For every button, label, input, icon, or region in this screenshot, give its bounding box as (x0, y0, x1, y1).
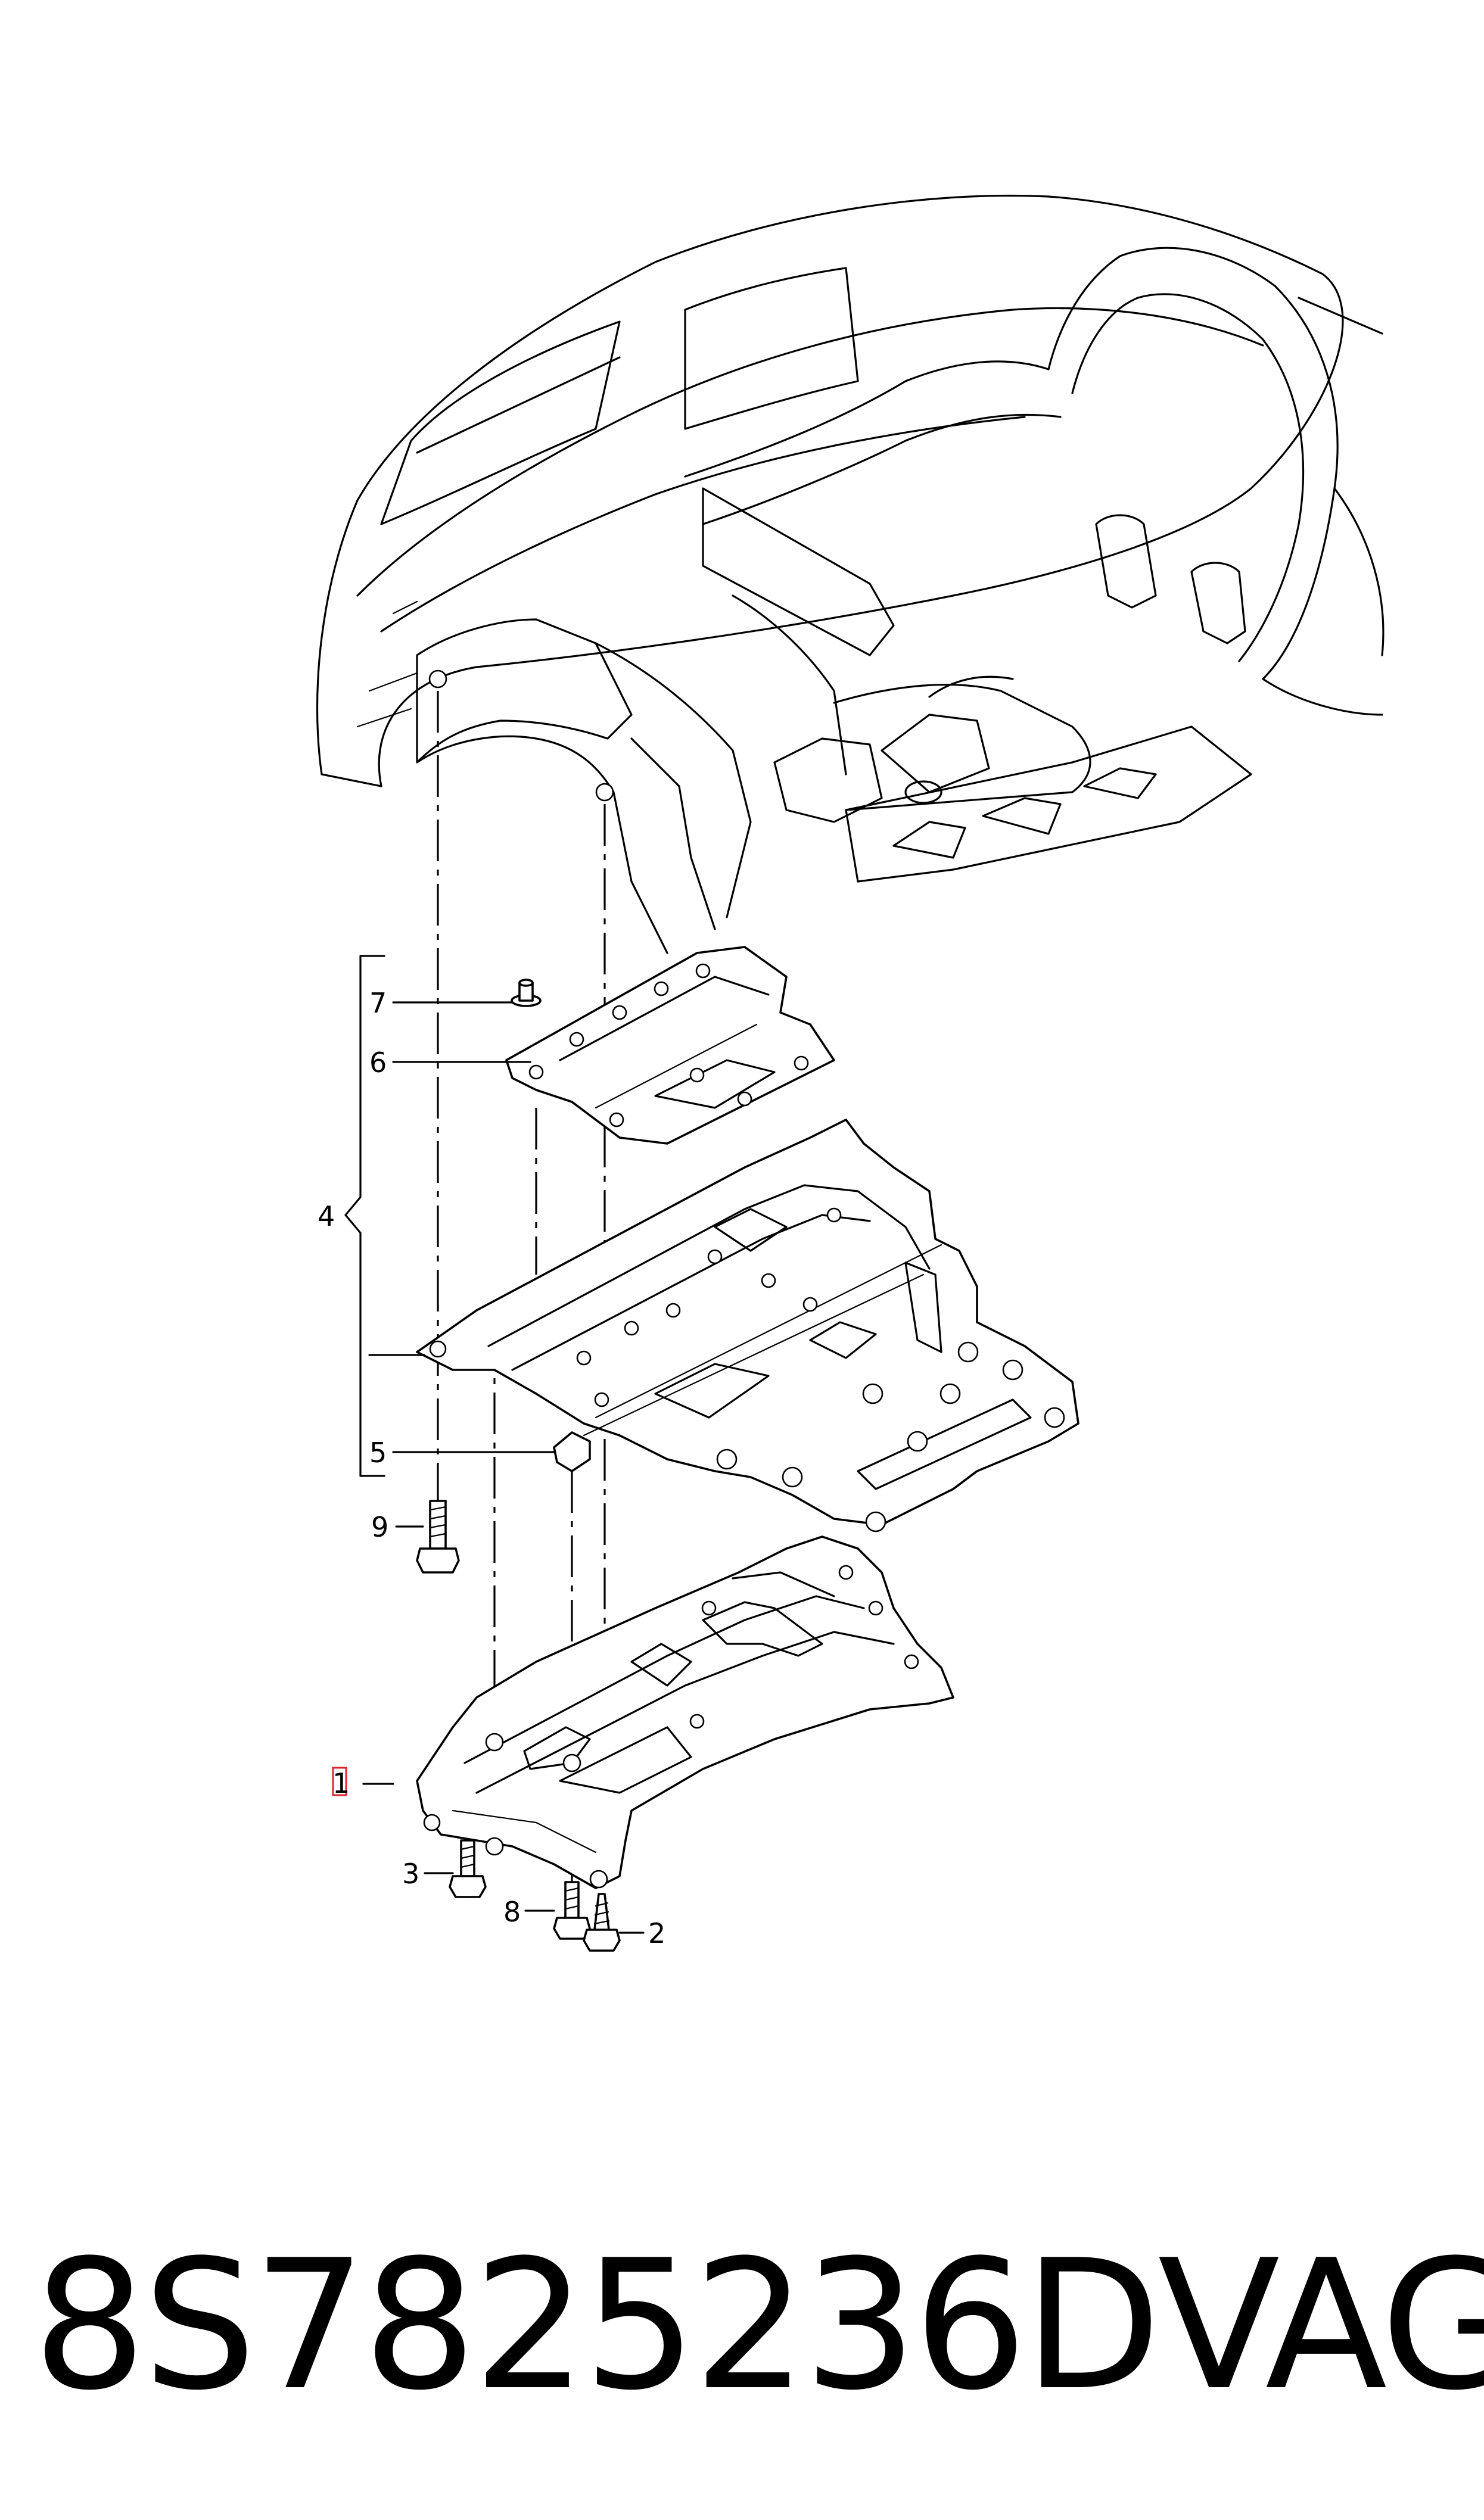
vehicle-front-structure (316, 194, 1385, 954)
callout-2: 2 (648, 1917, 665, 1949)
callout-6: 6 (369, 1046, 387, 1079)
callout-4: 4 (318, 1200, 335, 1232)
callout-9: 9 (371, 1511, 388, 1543)
bolt-part-8 (553, 1881, 591, 1940)
callout-leaders (344, 955, 645, 1934)
highlight-box (332, 1767, 347, 1796)
part-number: 8S7825236D (33, 2222, 1161, 2429)
callout-1: 1 (332, 1767, 350, 1799)
middle-shield-assembly-4 (416, 1119, 1079, 1532)
fasteners (416, 979, 621, 1952)
callout-3: 3 (402, 1858, 419, 1890)
brand-name: VAG (1158, 2222, 1484, 2429)
bolt-part-3 (449, 1839, 487, 1898)
nut-part-7 (511, 979, 542, 1007)
bolt-part-9 (416, 1500, 460, 1574)
lower-guard-part-1 (416, 1535, 954, 1889)
callout-8: 8 (503, 1896, 521, 1928)
callout-7: 7 (369, 987, 387, 1019)
callout-5: 5 (369, 1437, 387, 1469)
upper-shield-part-6 (505, 946, 835, 1145)
part-caption: 8S7825236D VAG (33, 2222, 1484, 2429)
screw-part-2 (583, 1893, 621, 1952)
callout-labels: 7 6 4 5 9 1 3 8 2 (318, 987, 665, 1949)
